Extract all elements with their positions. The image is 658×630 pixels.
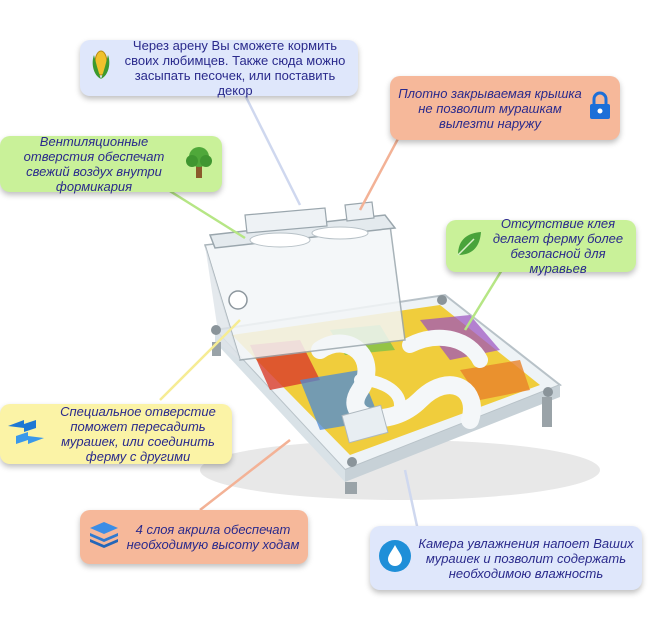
callout-lid: Плотно закрываемая крышка не позволит му…: [390, 76, 620, 140]
corn-icon: [88, 49, 114, 88]
callout-hole-text: Специальное отверстие поможет пересадить…: [60, 404, 216, 464]
callout-glue: Отсутствие клея делает ферму более безоп…: [446, 216, 636, 276]
water-drop-icon: [378, 538, 412, 579]
callout-humidity: Камера увлажнения напоет Ваших мурашек и…: [370, 526, 642, 590]
callout-arena: Через арену Вы сможете кормить своих люб…: [80, 38, 358, 98]
layers-icon: [88, 519, 120, 556]
callout-glue-text: Отсутствие клея делает ферму более безоп…: [492, 216, 624, 276]
leaf-icon: [454, 229, 484, 264]
callout-hole: Специальное отверстие поможет пересадить…: [0, 404, 232, 464]
callout-lid-text: Плотно закрываемая крышка не позволит му…: [398, 85, 582, 131]
callout-layers-text: 4 слоя акрила обеспечат необходимую высо…: [126, 522, 300, 552]
callout-vent-text: Вентиляционные отверстия обеспечат свежи…: [23, 134, 165, 194]
arrows-icon: [6, 416, 46, 453]
tree-icon: [184, 145, 214, 184]
callout-vent: Вентиляционные отверстия обеспечат свежи…: [0, 134, 222, 194]
callout-humidity-text: Камера увлажнения напоет Ваших мурашек и…: [418, 535, 634, 581]
lock-icon: [588, 91, 612, 126]
callout-arena-text: Через арену Вы сможете кормить своих люб…: [124, 38, 346, 98]
callout-layers: 4 слоя акрила обеспечат необходимую высо…: [80, 510, 308, 564]
